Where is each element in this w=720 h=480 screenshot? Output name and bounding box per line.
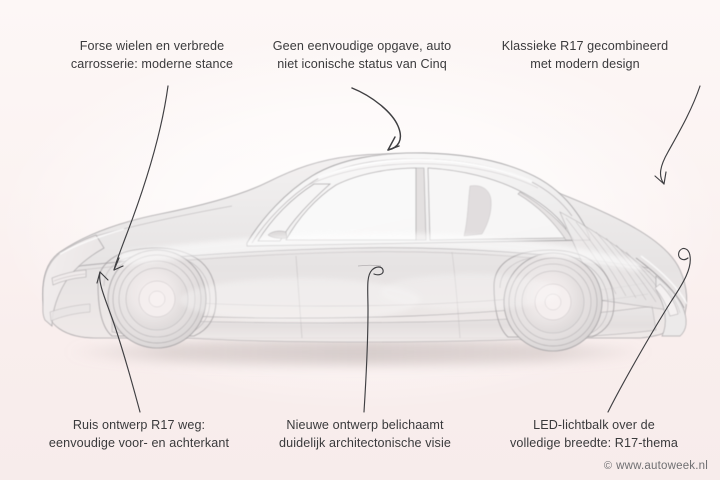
cabin-greenhouse <box>246 152 591 247</box>
arrowhead-top-left <box>113 257 124 271</box>
callout-top-right: Klassieke R17 gecombineerd met modern de… <box>501 39 669 71</box>
callout-bottom-center: Nieuwe ontwerp belichaamt duidelijk arch… <box>279 418 451 450</box>
rear-led-light-bar <box>654 275 687 337</box>
callout-bottom-left: Ruis ontwerp R17 weg: eenvoudige voor- e… <box>48 418 230 450</box>
leader-line-bottom-center <box>363 266 384 413</box>
arrowhead-top-right <box>654 171 667 185</box>
callout-bottom-right: LED-lichtbalk over de volledige breedte:… <box>509 418 679 450</box>
watermark-text: www.autoweek.nl <box>616 460 708 472</box>
front-fascia <box>42 205 233 327</box>
arrowhead-top-center <box>387 136 400 151</box>
arrowhead-bottom-left <box>96 271 109 284</box>
leader-line-bottom-right <box>607 247 691 413</box>
door-handle <box>357 264 382 267</box>
ground-shadow <box>66 339 650 365</box>
leader-line-top-left <box>113 85 169 271</box>
copyright-icon: © <box>603 459 613 472</box>
body-highlights <box>120 232 640 322</box>
watermark: © www.autoweek.nl <box>604 460 708 472</box>
leader-line-bottom-left <box>99 271 141 413</box>
callout-top-left: Forse wielen en verbrede carrosserie: mo… <box>70 39 234 71</box>
leader-line-top-right <box>659 85 701 185</box>
front-wheel <box>97 247 217 349</box>
callout-top-center: Geen eenvoudige opgave, auto niet iconis… <box>272 39 452 71</box>
